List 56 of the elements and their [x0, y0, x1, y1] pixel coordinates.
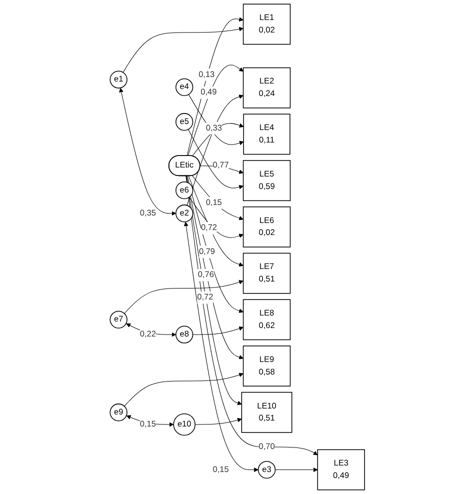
arrow	[188, 94, 244, 146]
edge-label: 0,33	[206, 124, 222, 132]
edge-label: 0,13	[198, 70, 214, 79]
arrow	[124, 372, 244, 406]
node-circle: e3	[258, 460, 276, 479]
arrow	[200, 166, 244, 174]
node-circle: e4	[175, 78, 193, 96]
node-circle: e1	[109, 70, 128, 88]
arrow	[124, 280, 244, 314]
edge-label: 0,35	[140, 208, 156, 218]
arrow	[188, 176, 244, 267]
node-box: LE8 0,62	[242, 299, 290, 340]
node-box: LE2 0,24	[242, 67, 290, 108]
edge-label: 0,22	[140, 330, 156, 339]
node-circle: e2	[175, 204, 193, 222]
edge-label: 0,79	[198, 247, 215, 256]
arrow	[192, 326, 244, 335]
node-circle: e5	[175, 113, 193, 131]
arrow	[122, 26, 244, 73]
edge-label: 0,15	[205, 198, 222, 208]
arrow	[192, 175, 244, 220]
edge-label: 0,70	[258, 442, 274, 452]
edge-label: 0,15	[212, 465, 228, 474]
node-box: LE7 0,51	[242, 252, 290, 294]
edge-label: 0,77	[212, 161, 228, 170]
node-box: LE3 0,49	[316, 449, 365, 490]
arrow	[186, 94, 244, 206]
arrow	[274, 468, 318, 472]
node-box: LE4 0,11	[242, 114, 290, 155]
arrow	[187, 64, 244, 156]
edge-label: 0,72	[196, 292, 213, 302]
arrow	[192, 123, 244, 156]
node-circle: e10	[172, 413, 196, 436]
node-box: LE5 0,59	[242, 160, 290, 202]
edge-label: 0,76	[198, 270, 214, 280]
node-circle: e9	[109, 404, 128, 422]
arrow	[186, 17, 244, 156]
edge-label: 0,15	[140, 420, 156, 429]
node-circle: e8	[175, 326, 193, 344]
arrow	[186, 176, 244, 360]
node-circle: e7	[109, 310, 128, 328]
arrow	[186, 176, 244, 313]
arrow	[186, 176, 242, 406]
arrow	[188, 196, 244, 238]
edge-label: 0,72	[200, 224, 217, 232]
node-circle: e6	[175, 181, 193, 200]
arrow	[118, 88, 176, 216]
arrow	[184, 222, 258, 472]
node-box: LE6 0,02	[242, 206, 290, 248]
arrow	[194, 418, 242, 425]
node-box: LE9 0,58	[242, 346, 290, 386]
node-box: LE1 0,02	[242, 4, 290, 45]
edge-label: 0,49	[200, 88, 216, 97]
node-box: LE10 0,51	[240, 392, 292, 433]
arrow	[188, 129, 244, 190]
arrow	[185, 176, 318, 456]
